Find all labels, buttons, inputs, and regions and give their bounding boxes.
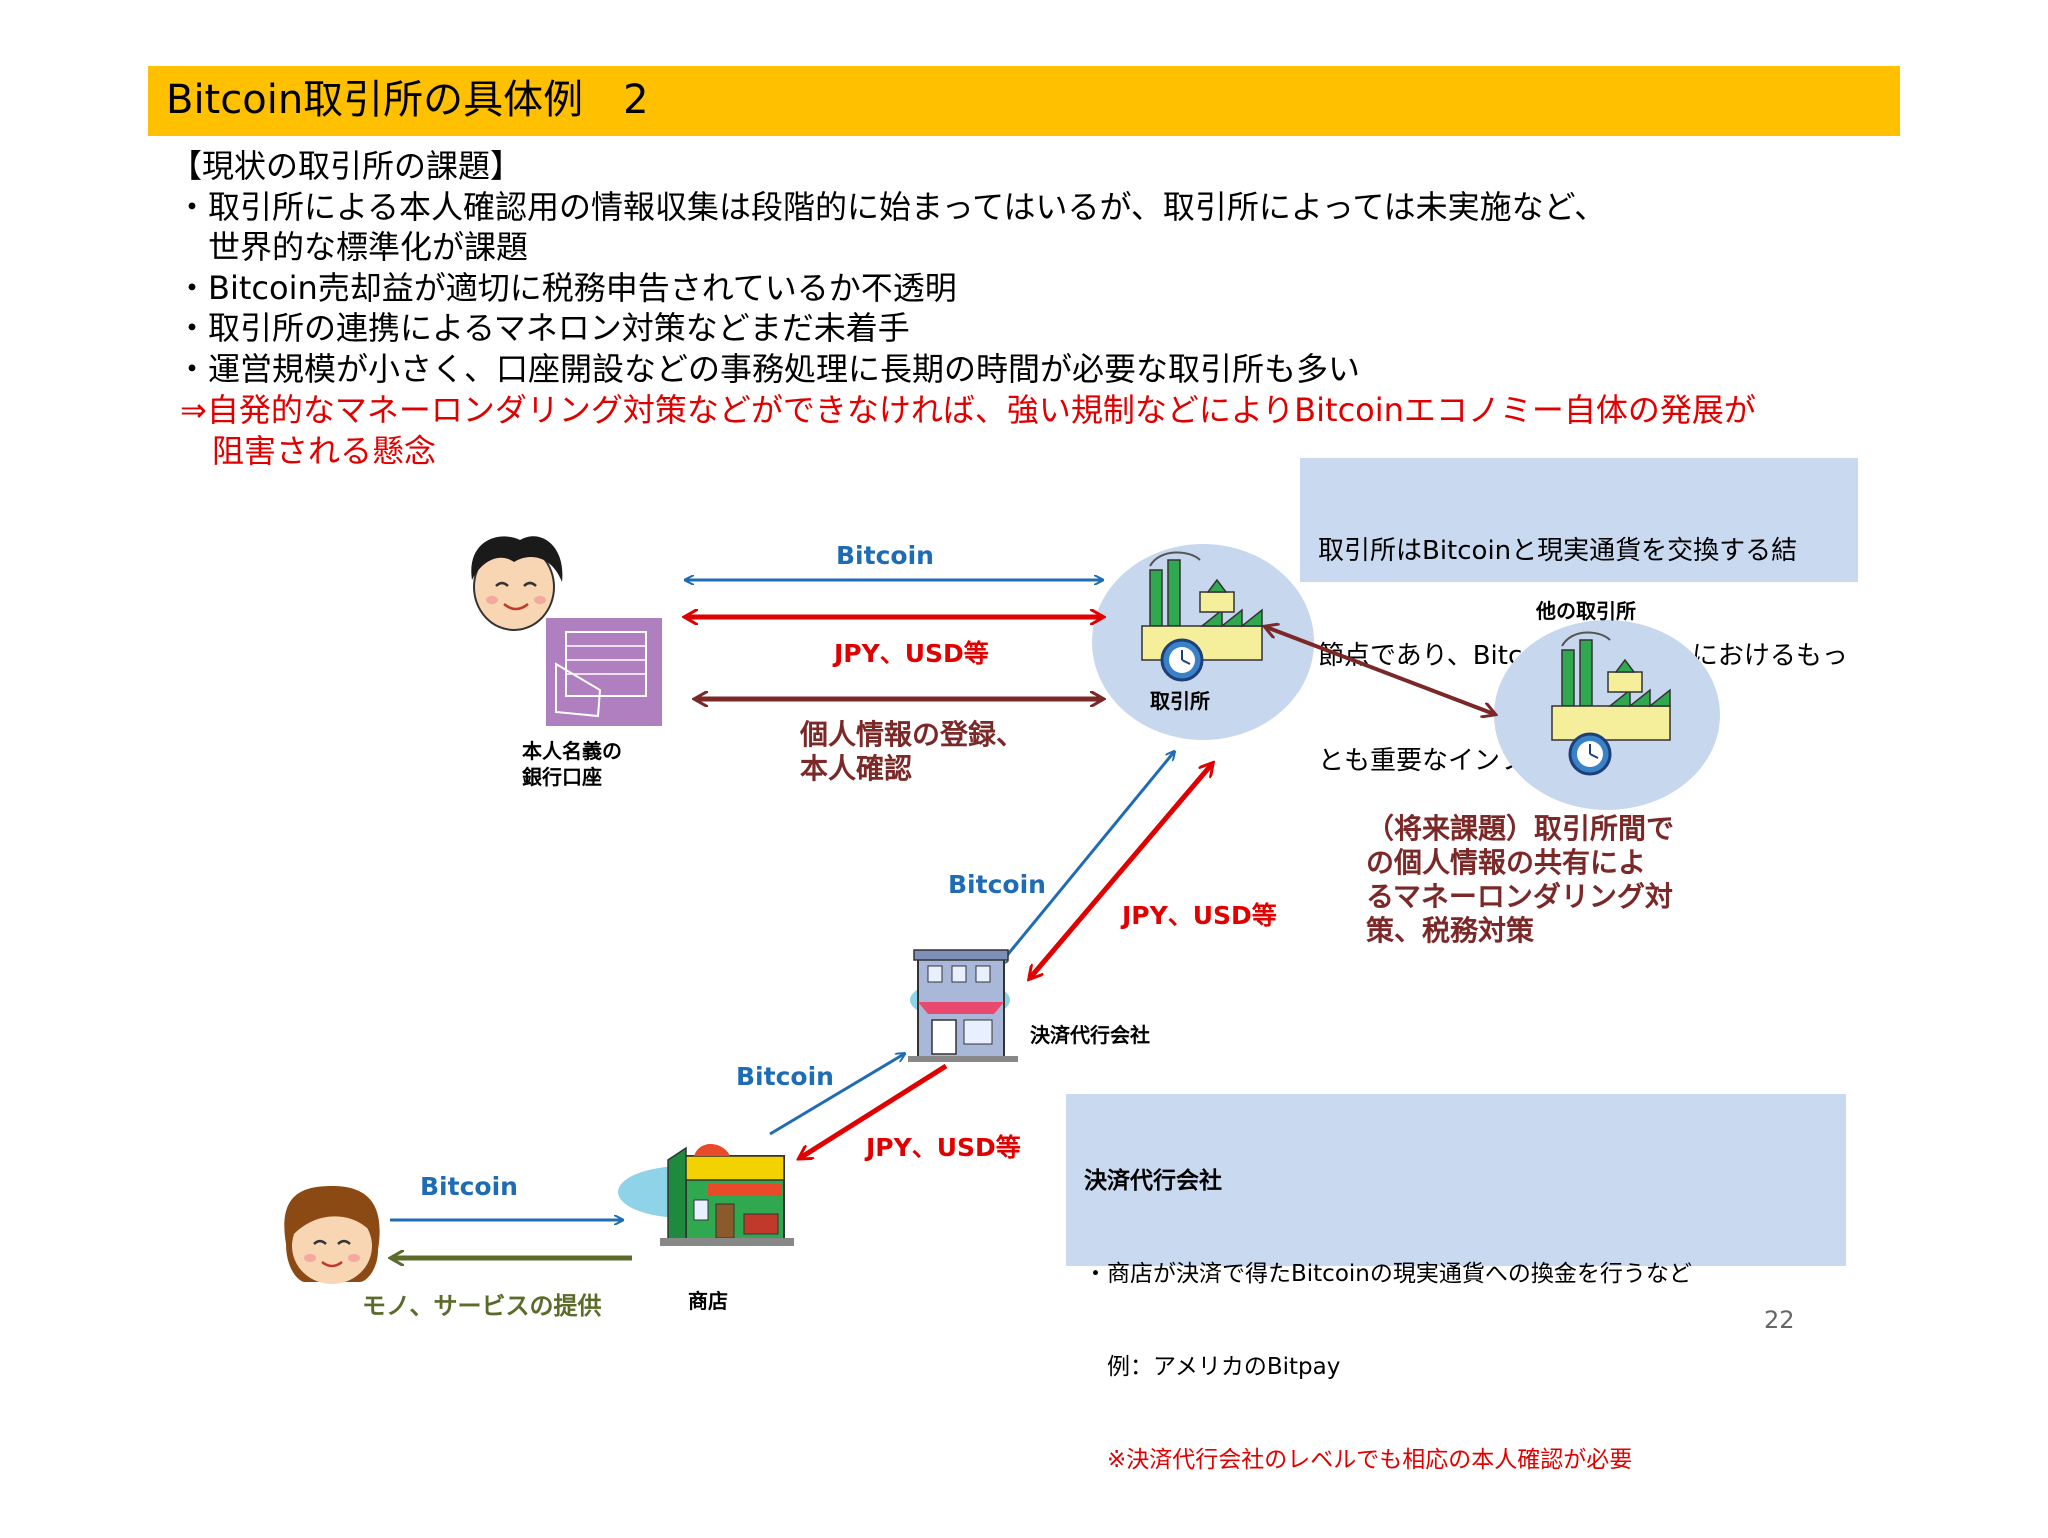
bitcoin-arrow-agent-exchange [1000, 752, 1174, 964]
exchange-label: 取引所 [1150, 689, 1210, 713]
bitcoin-label-agent-exchange: Bitcoin [948, 870, 1046, 899]
slide-title: Bitcoin取引所の具体例 2 [166, 77, 649, 123]
clock-icon [1160, 638, 1204, 682]
title-bar: Bitcoin取引所の具体例 2 [148, 66, 1900, 136]
issue-line-3: ・Bitcoin売却益が適切に税務申告されているか不透明 [176, 269, 957, 307]
conclusion-line-1: ⇒自発的なマネーロンダリング対策などができなければ、強い規制などによりBitco… [180, 391, 1756, 429]
bank-label: 本人名義の 銀行口座 [522, 738, 622, 790]
bitcoin-label-shop-agent: Bitcoin [736, 1062, 834, 1091]
shop-label: 商店 [688, 1289, 728, 1313]
clock-icon [1568, 732, 1612, 776]
bank-label-line-1: 本人名義の [522, 739, 622, 763]
fiat-arrow-agent-exchange [1030, 764, 1212, 978]
personal-info-line-2: 本人確認 [800, 752, 913, 785]
issue-line-2: 世界的な標準化が課題 [176, 228, 529, 266]
bank-passbook-icon [546, 618, 662, 726]
personal-info-line-1: 個人情報の登録、 [800, 718, 1025, 751]
fiat-label-agent-exchange: JPY、USD等 [1122, 901, 1277, 930]
agent-box-line-1: ・商店が決済で得たBitcoinの現実通貨への換金を行うなど [1084, 1261, 1692, 1287]
bitcoin-label-customer-shop: Bitcoin [420, 1172, 518, 1201]
payment-agent-label: 決済代行会社 [1030, 1023, 1150, 1047]
issue-line-4: ・取引所の連携によるマネロン対策などまだ未着手 [176, 309, 910, 347]
goods-label: モノ、サービスの提供 [362, 1292, 602, 1320]
fiat-label-top: JPY、USD等 [834, 639, 989, 668]
other-exchange-label: 他の取引所 [1536, 599, 1636, 623]
factory-icon [1141, 551, 1263, 661]
diagram-svg [284, 536, 1671, 1284]
info-arrow-exchange-other [1266, 627, 1494, 714]
building-icon [908, 949, 1018, 1062]
factory-icon [1551, 631, 1671, 741]
future-issue-line-4: 策、税務対策 [1366, 914, 1535, 947]
man-avatar-icon [471, 536, 563, 631]
issues-heading: 【現状の取引所の課題】 [170, 147, 523, 185]
agent-box-line-2: 例：アメリカのBitpay [1084, 1354, 1341, 1380]
issue-line-5: ・運営規模が小さく、口座開設などの事務処理に長期の時間が必要な取引所も多い [176, 350, 1361, 388]
future-issue-line-1: （将来課題）取引所間で [1366, 812, 1675, 845]
shop-icon [618, 1143, 794, 1246]
agent-box-title: 決済代行会社 [1084, 1168, 1222, 1194]
fiat-arrow-agent-shop [800, 1063, 948, 1158]
personal-info-label: 個人情報の登録、 本人確認 [800, 718, 1024, 786]
woman-avatar-icon [284, 1186, 380, 1284]
page-number: 22 [1764, 1306, 1795, 1334]
future-issue-line-3: るマネーロンダリング対 [1366, 880, 1673, 913]
future-issue-label: （将来課題）取引所間で の個人情報の共有によ るマネーロンダリング対 策、税務対… [1366, 812, 1674, 948]
bitcoin-arrow-shop-agent [769, 1054, 904, 1136]
future-issue-line-2: の個人情報の共有によ [1366, 846, 1647, 879]
info-line-1: 取引所はBitcoinと現実通貨を交換する結 [1318, 536, 1798, 566]
issue-line-1: ・取引所による本人確認用の情報収集は段階的に始まってはいるが、取引所によっては未… [176, 188, 1607, 226]
bank-label-line-2: 銀行口座 [522, 765, 602, 789]
conclusion-line-2: 阻害される懸念 [180, 432, 437, 470]
fiat-label-agent-shop: JPY、USD等 [866, 1133, 1021, 1162]
agent-box-line-3: ※決済代行会社のレベルでも相応の本人確認が必要 [1084, 1447, 1633, 1473]
payment-agent-box: 決済代行会社 ・商店が決済で得たBitcoinの現実通貨への換金を行うなど 例：… [1066, 1094, 1846, 1473]
bitcoin-label-top: Bitcoin [836, 541, 934, 570]
